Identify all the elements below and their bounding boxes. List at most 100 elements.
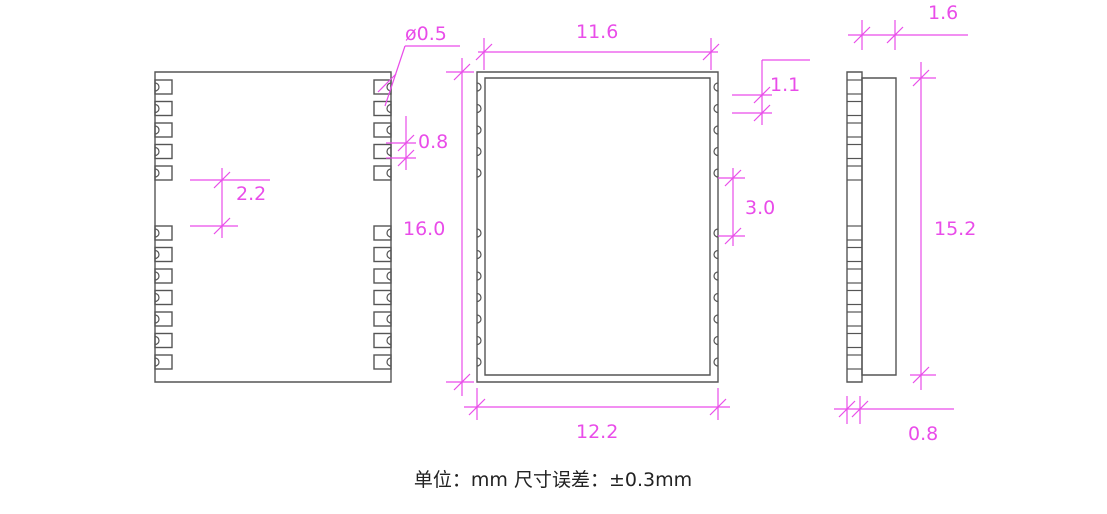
shield-width-label: 11.6 <box>576 21 618 43</box>
side-view-pads <box>847 79 862 370</box>
edge-castellation <box>476 335 482 346</box>
castellated-pad <box>154 143 173 160</box>
bottom-view-outline <box>154 71 392 383</box>
pad-half-hole <box>386 292 392 303</box>
pcb-outline <box>846 71 863 383</box>
castellated-pad <box>373 311 392 327</box>
edge-castellation <box>476 103 482 114</box>
bottom-view-left-pads <box>154 79 173 370</box>
castellated-pad <box>154 165 173 181</box>
pad-half-hole <box>386 314 392 324</box>
body-length-label: 16.0 <box>403 218 445 240</box>
total-thickness-dimension <box>848 20 968 50</box>
edge-castellation <box>476 168 482 178</box>
castellated-pad <box>154 225 173 241</box>
edge-castellation <box>476 82 482 92</box>
edge-castellation <box>713 314 719 324</box>
edge-castellation <box>476 146 482 157</box>
edge-castellation <box>713 335 719 346</box>
pad-height-dimension <box>386 116 416 170</box>
castellated-pad <box>373 100 392 117</box>
castellated-pad <box>154 311 173 327</box>
pad-half-hole <box>386 228 392 238</box>
edge-castellation <box>713 249 719 260</box>
pad-half-hole <box>386 146 392 157</box>
castellated-pad <box>373 143 392 160</box>
units-tolerance-caption: 单位：mm 尺寸误差：±0.3mm <box>414 469 692 491</box>
castellated-pad <box>373 122 392 138</box>
castellated-pad <box>154 246 173 263</box>
edge-castellation <box>713 125 719 135</box>
top-view: 11.6 16.0 12.2 1.1 <box>403 21 810 443</box>
pad-spacing-dimension <box>718 168 745 246</box>
edge-castellation <box>476 125 482 135</box>
edge-castellation <box>476 271 482 281</box>
pad-half-hole <box>154 271 160 281</box>
top-view-outline <box>476 71 719 383</box>
castellated-pad <box>154 268 173 284</box>
body-length-dimension <box>446 58 474 396</box>
edge-castellation <box>713 271 719 281</box>
pad-half-hole <box>386 357 392 367</box>
pad-spacing-label: 3.0 <box>745 197 775 219</box>
castellated-pad <box>373 332 392 349</box>
bottom-view-right-pads <box>373 79 392 370</box>
bottom-view: 2.2 0.8 ø0.5 <box>154 23 460 383</box>
pad-half-hole <box>154 125 160 135</box>
shield-width-dimension <box>475 38 720 70</box>
edge-castellation <box>713 228 719 238</box>
hole-diameter-label: ø0.5 <box>405 23 447 45</box>
pad-half-hole <box>386 103 392 114</box>
castellated-pad <box>373 289 392 306</box>
edge-castellation <box>713 146 719 157</box>
edge-castellation <box>476 249 482 260</box>
shield-can-outline <box>484 77 711 376</box>
pad-half-hole <box>386 168 392 178</box>
top-view-right-castellations <box>713 82 719 367</box>
total-thickness-label: 1.6 <box>928 2 958 24</box>
pad-half-hole <box>154 103 160 114</box>
pad-half-hole <box>154 335 160 346</box>
body-width-label: 12.2 <box>576 421 618 443</box>
shield-inset-label: 1.1 <box>770 74 800 96</box>
hole-diameter-leader <box>377 45 460 107</box>
shield-length-label: 15.2 <box>934 218 976 240</box>
castellated-pad <box>154 354 173 370</box>
pad-half-hole <box>154 292 160 303</box>
edge-castellation <box>713 357 719 367</box>
edge-castellation <box>713 82 719 92</box>
edge-castellation <box>713 103 719 114</box>
edge-castellation <box>713 292 719 303</box>
pad-half-hole <box>386 335 392 346</box>
pad-half-hole <box>386 125 392 135</box>
edge-castellation <box>476 292 482 303</box>
pad-half-hole <box>386 249 392 260</box>
pitch-dimension <box>190 168 270 238</box>
edge-castellation <box>476 357 482 367</box>
pad-half-hole <box>154 357 160 367</box>
shield-inset-dimension <box>732 59 810 125</box>
pcb-thickness-label: 0.8 <box>908 423 938 445</box>
pcb-thickness-dimension <box>834 396 954 424</box>
castellated-pad <box>154 100 173 117</box>
pad-half-hole <box>154 168 160 178</box>
pad-pitch-label: 2.2 <box>236 183 266 205</box>
castellated-pad <box>373 165 392 181</box>
castellated-pad <box>373 354 392 370</box>
pad-height-label: 0.8 <box>418 131 448 153</box>
pad-half-hole <box>154 314 160 324</box>
castellated-pad <box>154 79 173 95</box>
shield-length-dimension <box>910 62 936 390</box>
castellated-pad <box>373 246 392 263</box>
pad-half-hole <box>154 249 160 260</box>
shield-can-side-outline <box>861 77 897 376</box>
castellated-pad <box>154 332 173 349</box>
castellated-pad <box>154 289 173 306</box>
pad-half-hole <box>386 271 392 281</box>
pad-half-hole <box>154 228 160 238</box>
edge-castellation <box>476 228 482 238</box>
castellated-pad <box>373 225 392 241</box>
edge-castellation <box>476 314 482 324</box>
pad-half-hole <box>154 82 160 92</box>
